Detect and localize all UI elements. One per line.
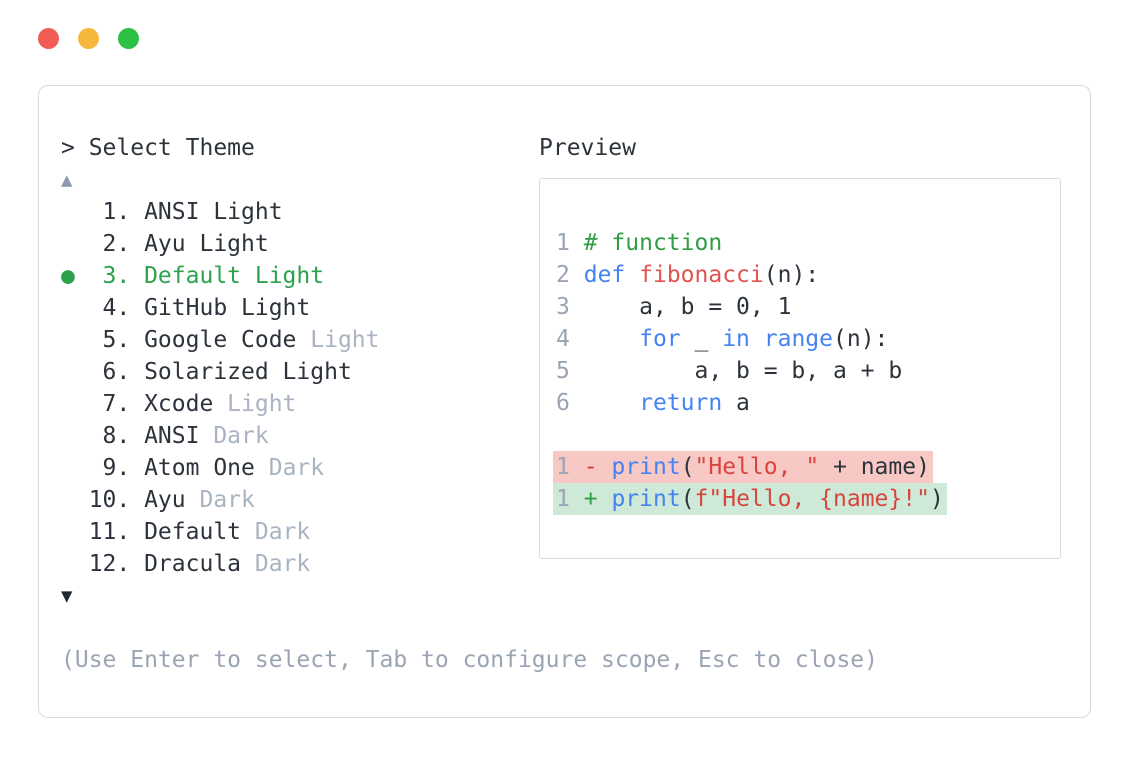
theme-selector: > Select Theme ▲ 1. ANSI Light 2. Ayu Li… bbox=[61, 132, 1070, 676]
theme-picker-panel: > Select Theme ▲ 1. ANSI Light 2. Ayu Li… bbox=[38, 85, 1091, 718]
theme-list-item[interactable]: 9. Atom One Dark bbox=[61, 455, 325, 481]
theme-list: 1. ANSI Light 2. Ayu Light ● 3. Default L… bbox=[61, 196, 1070, 580]
code-line: 4 for _ in range(n): bbox=[556, 326, 889, 352]
theme-list-item[interactable]: 1. ANSI Light bbox=[61, 199, 283, 225]
theme-list-item[interactable]: 10. Ayu Dark bbox=[61, 487, 255, 513]
theme-list-item[interactable]: 8. ANSI Dark bbox=[61, 423, 269, 449]
minimize-button[interactable] bbox=[78, 28, 99, 49]
window-controls bbox=[38, 28, 139, 49]
theme-list-item[interactable]: 12. Dracula Dark bbox=[61, 551, 311, 577]
scroll-down-icon[interactable]: ▼ bbox=[61, 585, 73, 607]
theme-list-item[interactable]: 5. Google Code Light bbox=[61, 327, 380, 353]
code-line: 5 a, b = b, a + b bbox=[556, 358, 903, 384]
preview-pane: Preview 1 # function 2 def fibonacci(n): 3… bbox=[539, 132, 1061, 559]
maximize-button[interactable] bbox=[118, 28, 139, 49]
theme-list-item[interactable]: 2. Ayu Light bbox=[61, 231, 269, 257]
theme-list-item[interactable]: 4. GitHub Light bbox=[61, 295, 311, 321]
theme-list-item[interactable]: 6. Solarized Light bbox=[61, 359, 352, 385]
theme-list-item[interactable]: 11. Default Dark bbox=[61, 519, 311, 545]
selector-prompt: > Select Theme bbox=[61, 135, 255, 161]
diff-line-added: 1 + print(f"Hello, {name}!") bbox=[553, 483, 1060, 515]
code-line: 2 def fibonacci(n): bbox=[556, 262, 820, 288]
code-line: 6 return a bbox=[556, 390, 750, 416]
scroll-up-icon[interactable]: ▲ bbox=[61, 169, 73, 191]
preview-label: Preview bbox=[539, 135, 636, 161]
code-line bbox=[556, 419, 1060, 451]
code-line: 3 a, b = 0, 1 bbox=[556, 294, 792, 320]
code-block: 1 # function 2 def fibonacci(n): 3 a, b = … bbox=[553, 227, 1060, 515]
preview-code-box: 1 # function 2 def fibonacci(n): 3 a, b = … bbox=[539, 178, 1061, 559]
diff-line-removed: 1 - print("Hello, " + name) bbox=[553, 451, 1060, 483]
keyboard-hint: (Use Enter to select, Tab to configure s… bbox=[61, 647, 878, 673]
theme-list-item[interactable]: ● 3. Default Light bbox=[61, 263, 325, 289]
close-button[interactable] bbox=[38, 28, 59, 49]
spacer bbox=[61, 612, 1070, 644]
theme-list-item[interactable]: 7. Xcode Light bbox=[61, 391, 297, 417]
code-line: 1 # function bbox=[556, 230, 723, 256]
